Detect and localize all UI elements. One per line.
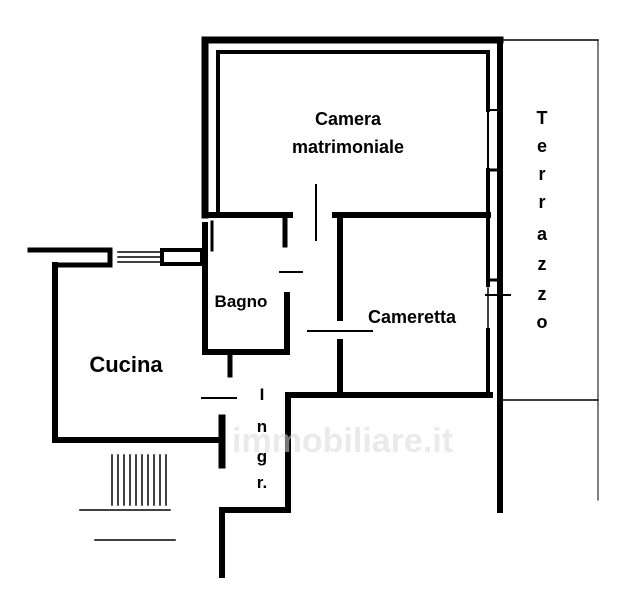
ingresso-letter: n xyxy=(257,417,267,436)
walls xyxy=(27,36,599,578)
window-right-lower xyxy=(486,168,502,282)
terrazzo-letter: z xyxy=(538,254,547,274)
watermark: immobiliare.it xyxy=(232,422,453,460)
terrazzo-letter: e xyxy=(537,136,547,156)
label-bagno: Bagno xyxy=(215,292,268,311)
ingresso-letter: I xyxy=(260,385,265,404)
window-kitchen-frame xyxy=(160,248,204,266)
label-ingresso: I n g r. xyxy=(257,385,267,492)
terrazzo-letter: a xyxy=(537,224,548,244)
label-cameretta: Cameretta xyxy=(368,307,457,327)
window-kitchen xyxy=(117,251,161,263)
ingresso-letter: g xyxy=(257,447,267,466)
label-camera: Camera xyxy=(315,109,382,129)
terrazzo-letter: r xyxy=(538,164,545,184)
label-matrimoniale: matrimoniale xyxy=(292,137,404,157)
label-terrazzo: T e r r a z z o xyxy=(537,108,548,332)
stairs xyxy=(79,454,176,541)
label-cucina: Cucina xyxy=(89,352,163,377)
terrazzo-letter: o xyxy=(537,312,548,332)
terrazzo-letter: T xyxy=(537,108,548,128)
ingresso-letter: r. xyxy=(257,473,267,492)
terrazzo-letter: z xyxy=(538,284,547,304)
terrazzo-letter: r xyxy=(538,192,545,212)
